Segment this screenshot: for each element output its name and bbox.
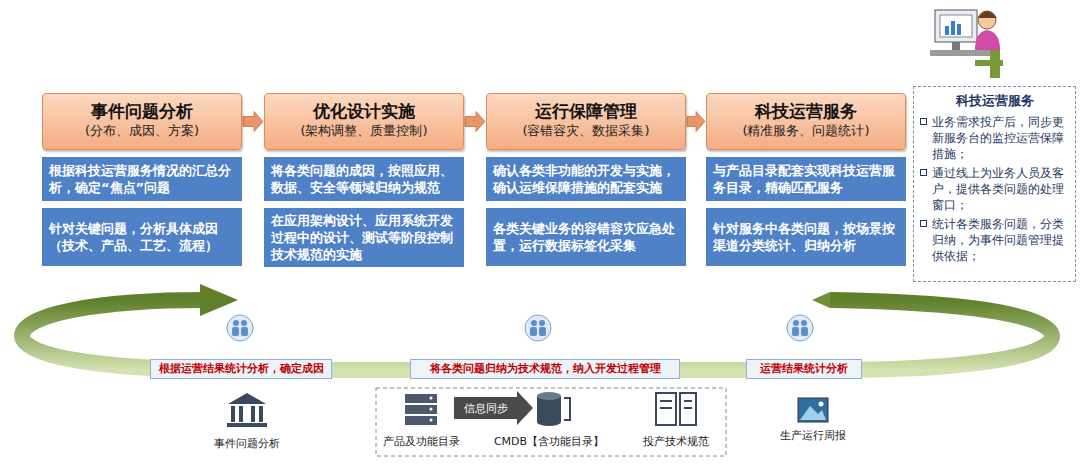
server-icon [405, 394, 437, 425]
header-subtitle: (容错容灾、数据采集) [487, 122, 685, 140]
box-text: 针对服务中各类问题，按场景按渠道分类统计、归纳分析 [713, 220, 899, 254]
report-icon [798, 398, 828, 422]
side-panel: 科技运营服务业务需求投产后，同步更新服务台的监控运营保障措施；通过线上为业务人员… [913, 86, 1076, 282]
detail-box: 与产品目录配套实现科技运营服务目录，精确匹配服务 [706, 157, 906, 201]
bullet-square [920, 118, 927, 125]
detail-box: 根据科技运营服务情况的汇总分析，确定“焦点”问题 [42, 157, 242, 201]
box-text: 与产品目录配套实现科技运营服务目录，精确匹配服务 [713, 162, 899, 196]
stage-header: 运行保障管理(容错容灾、数据采集) [486, 93, 686, 150]
bullet-square [920, 220, 927, 227]
icon-label: 生产运行周报 [780, 428, 846, 443]
panel-text: 通过线上为业务人员及客户，提供各类问题的处理窗口； [932, 165, 1069, 213]
header-title: 科技运营服务 [707, 100, 905, 122]
icon-label: 事件问题分析 [214, 436, 280, 451]
detail-box: 各类关键业务的容错容灾应急处置，运行数据标签化采集 [486, 208, 686, 266]
arrow-label: 信息同步 [464, 401, 508, 416]
panel-item: 业务需求投产后，同步更新服务台的监控运营保障措施； [920, 114, 1069, 162]
chevron-connector [687, 112, 705, 132]
stage-header: 优化设计实施(架构调整、质量控制) [264, 93, 464, 150]
box-text: 根据运营结果统计分析，确定成因 [155, 361, 327, 377]
sync-arrow [454, 391, 533, 425]
box-text: 各类关键业务的容错容灾应急处置，运行数据标签化采集 [493, 220, 679, 254]
panel-title: 科技运营服务 [920, 93, 1069, 109]
box-text: 根据科技运营服务情况的汇总分析，确定“焦点”问题 [49, 162, 235, 196]
detail-box: 在应用架构设计、应用系统开发过程中的设计、测试等阶段控制技术规范的实施 [264, 208, 464, 267]
band-label: 根据运营结果统计分析，确定成因 [150, 359, 332, 379]
box-text: 将各类问题归纳为技术规范，纳入开发过程管理 [415, 361, 675, 377]
header-title: 运行保障管理 [487, 100, 685, 122]
panel-item: 通过线上为业务人员及客户，提供各类问题的处理窗口； [920, 165, 1069, 213]
header-subtitle: (分布、成因、方案) [43, 122, 241, 140]
box-text: 确认各类非功能的开发与实施，确认运维保障措施的配套实施 [493, 162, 679, 196]
spec-icon [656, 393, 696, 425]
bullet-square [920, 169, 927, 176]
panel-text: 统计各类服务问题，分类归纳，为事件问题管理提供依据； [932, 216, 1069, 264]
detail-box: 针对关键问题，分析具体成因（技术、产品、工艺、流程） [42, 208, 242, 266]
band-label: 运营结果统计分析 [746, 359, 862, 379]
detail-box: 确认各类非功能的开发与实施，确认运维保障措施的配套实施 [486, 157, 686, 201]
database-icon [537, 392, 570, 426]
box-text: 针对关键问题，分析具体成因（技术、产品、工艺、流程） [49, 220, 235, 254]
people-icon [227, 315, 813, 341]
stage-header: 事件问题分析(分布、成因、方案) [42, 93, 242, 150]
chevron-connector [243, 112, 263, 132]
header-subtitle: (精准服务、问题统计) [707, 122, 905, 140]
group-outline [376, 388, 726, 456]
header-subtitle: (架构调整、质量控制) [265, 122, 463, 140]
loop-tail [812, 292, 830, 308]
operator-icon [930, 10, 1003, 78]
icon-label: 投产技术规范 [643, 434, 709, 449]
box-text: 在应用架构设计、应用系统开发过程中的设计、测试等阶段控制技术规范的实施 [271, 212, 457, 263]
detail-box: 将各类问题的成因，按照应用、数据、安全等领域归纳为规范 [264, 157, 464, 201]
detail-box: 针对服务中各类问题，按场景按渠道分类统计、归纳分析 [706, 208, 906, 266]
loop-arrowhead [200, 284, 238, 316]
header-title: 优化设计实施 [265, 100, 463, 122]
box-text: 将各类问题的成因，按照应用、数据、安全等领域归纳为规范 [271, 162, 457, 196]
header-title: 事件问题分析 [43, 100, 241, 122]
bank-icon [227, 393, 267, 427]
band-label: 将各类问题归纳为技术规范，纳入开发过程管理 [410, 359, 680, 379]
icon-label: 产品及功能目录 [383, 434, 460, 449]
box-text: 运营结果统计分析 [751, 361, 857, 377]
panel-text: 业务需求投产后，同步更新服务台的监控运营保障措施； [932, 114, 1069, 162]
stage-header: 科技运营服务(精准服务、问题统计) [706, 93, 906, 150]
chevron-connector [465, 112, 485, 132]
icon-label: CMDB【含功能目录】 [494, 434, 604, 449]
panel-item: 统计各类服务问题，分类归纳，为事件问题管理提供依据； [920, 216, 1069, 264]
